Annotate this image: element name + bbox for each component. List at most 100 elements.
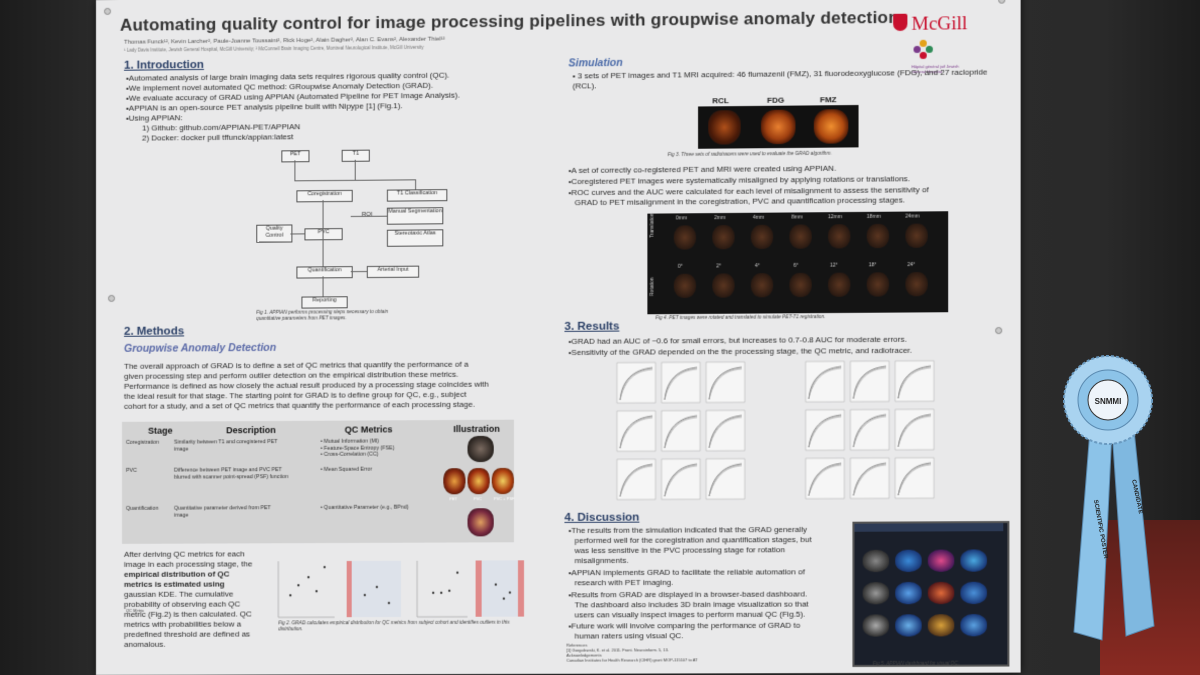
table-cell-metrics: • Mutual Information (MI) • Feature-Spac… — [320, 438, 395, 458]
roc-subplot — [706, 410, 745, 451]
dashboard-brain-tile — [927, 614, 955, 637]
mcgill-logo-text: McGill — [911, 13, 968, 35]
roc-subplot — [895, 458, 934, 499]
table-header-stage: Stage — [148, 425, 173, 436]
translated-pet — [828, 224, 851, 249]
table-cell-metrics: • Mean Squared Error — [320, 466, 373, 473]
kde-line: anomalous. — [124, 639, 166, 649]
discussion-line: •Future work will involve comparing the … — [568, 620, 801, 631]
flow-connector — [290, 233, 305, 235]
illustration-pvc-psf — [491, 467, 514, 495]
flow-connector — [354, 159, 356, 180]
jgh-flower-icon — [913, 39, 934, 60]
methods-para-line: cohort for a study, and a set of QC metr… — [124, 399, 475, 411]
kde-plot-c — [417, 561, 467, 617]
roc-plot-panel — [613, 358, 765, 510]
fig5-caption: Fig 5. APPIAN dashboard for visual QC. — [872, 661, 960, 667]
simulation-bullet: • 3 sets of PET images and T1 MRI acquir… — [572, 67, 988, 91]
roc-subplot — [895, 361, 934, 402]
rcl-pet-image — [708, 110, 741, 145]
roc-subplot — [706, 362, 745, 403]
rotated-pet — [712, 273, 735, 298]
translation-level: 4mm — [752, 214, 765, 221]
roc-subplot — [850, 361, 889, 402]
rotation-level: 12° — [830, 262, 838, 269]
dashboard-brain-tile — [895, 581, 922, 605]
rotated-pet — [866, 272, 890, 297]
intro-bullet: •APPIAN is an open-source PET analysis p… — [126, 101, 403, 113]
fig3-tracer-images — [698, 105, 859, 149]
rotated-pet — [750, 273, 774, 298]
kde-line: image in each processing stage, the — [124, 559, 253, 569]
rotated-pet — [789, 272, 812, 298]
node-reporting: Reporting — [301, 296, 348, 309]
translation-level: 18mm — [866, 213, 881, 220]
node-quality-control: Quality Control — [256, 224, 293, 243]
roc-subplot — [806, 361, 845, 402]
rotated-pet — [905, 271, 928, 297]
fdg-pet-image — [760, 109, 796, 145]
kde-line: gaussian KDE. The cumulative — [124, 589, 234, 599]
flow-connector — [415, 179, 417, 190]
flow-connector — [294, 179, 416, 182]
fmz-pet-image — [813, 109, 849, 144]
pushpin-icon — [103, 7, 111, 15]
translated-pet — [712, 225, 735, 250]
table-cell-description: Quantitative parameter derived from PET … — [174, 505, 271, 519]
tracer-label-fdg: FDG — [767, 95, 785, 105]
node-quantification: Quantification — [296, 266, 353, 279]
kde-line: metrics with probabilities below a — [124, 619, 242, 629]
roc-subplot — [806, 410, 845, 451]
rotated-pet — [673, 273, 697, 298]
roc-subplot — [706, 459, 745, 499]
translation-axis-label: Translation — [649, 212, 656, 238]
flow-connector — [322, 200, 324, 267]
results-bullet: •Sensitivity of the GRAD depended on the… — [568, 345, 913, 358]
dashboard-brain-tile — [895, 614, 922, 637]
research-poster: Automating quality control for image pro… — [96, 0, 1021, 675]
node-stereotaxic-atlas: Stereotaxic Atlas — [386, 229, 444, 247]
intro-bullet: •Using APPIAN: — [126, 113, 183, 123]
translated-pet — [750, 224, 774, 250]
discussion-heading: 4. Discussion — [564, 511, 640, 524]
fig3-caption: Fig 3. Three sets of radiotracers were u… — [667, 151, 832, 159]
intro-docker: 2) Docker: docker pull tffunck/appian:la… — [142, 132, 294, 143]
illustration-quantification — [467, 508, 494, 537]
discussion-line: The dashboard also includes 3D brain ima… — [574, 599, 809, 610]
discussion-line: research with PET imaging. — [574, 577, 674, 588]
flow-connector — [294, 160, 296, 181]
dashboard-topbar — [854, 523, 1004, 532]
pushpin-icon — [998, 0, 1006, 4]
results-bullet: •GRAD had an AUC of ~0.6 for small error… — [568, 334, 907, 346]
rotation-level: 18° — [868, 262, 877, 269]
translation-level: 24mm — [905, 213, 920, 220]
poster-title: Automating quality control for image pro… — [120, 7, 900, 35]
roc-subplot — [662, 362, 701, 403]
dashboard-brain-tile — [960, 614, 987, 637]
tracer-label-fmz: FMZ — [819, 95, 837, 105]
fig2-xlabel: QC Metric — [126, 607, 145, 613]
ribbon-badge-text: SNMMI — [1095, 397, 1122, 406]
qc-metrics-table: Stage Description QC Metrics Illustratio… — [122, 419, 514, 544]
mcgill-logo: McGill Hôpital général juif Jewish Gener… — [893, 11, 1005, 74]
translation-level: 2mm — [714, 215, 726, 222]
table-cell-metrics: • Quantitative Parameter (e.g., BPnd) — [320, 504, 409, 511]
discussion-line: misalignments. — [574, 555, 629, 566]
roc-subplot — [850, 458, 889, 499]
roc-subplot — [617, 411, 655, 451]
table-cell-stage: Quantification — [126, 505, 159, 512]
node-arterial-input: Arterial Input — [366, 265, 420, 279]
kde-plot-a — [278, 561, 334, 617]
discussion-line: users can visually inspect images to per… — [574, 609, 806, 620]
discussion-line: •APPIAN implements GRAD to facilitate th… — [568, 567, 805, 578]
translation-level: 0mm — [675, 215, 688, 222]
roc-subplot — [895, 409, 934, 450]
dashboard-brain-tile — [895, 549, 922, 572]
dashboard-brain-tile — [960, 581, 987, 605]
intro-heading: 1. Introduction — [124, 58, 204, 72]
references-acknowledgements: References [1] Gorgolewski, K. et al. 20… — [566, 642, 698, 663]
illustration-coregistration — [467, 435, 494, 463]
translated-pet — [673, 225, 697, 250]
node-coregistration: Coregistration — [296, 189, 353, 203]
